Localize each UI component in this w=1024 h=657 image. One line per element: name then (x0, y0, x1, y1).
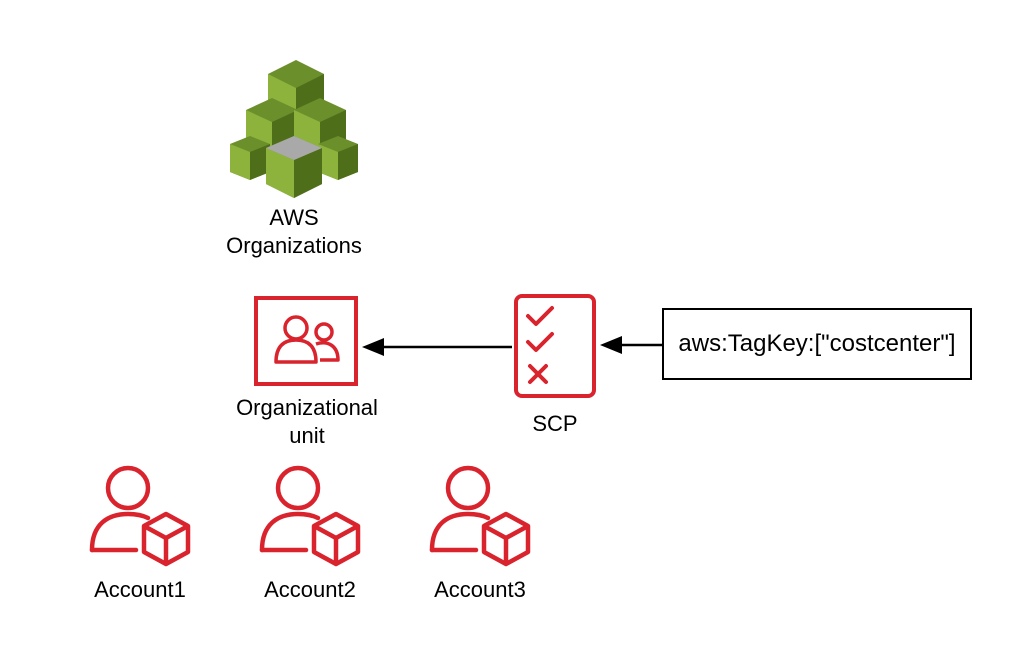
ou-label: Organizational unit (212, 394, 402, 450)
tag-condition-box: aws:TagKey:["costcenter"] (662, 308, 972, 380)
ou-label-line2: unit (289, 423, 325, 448)
organizations-label-line2: Organizations (226, 233, 362, 258)
arrow-scp-to-ou (362, 338, 512, 356)
tag-condition-text: aws:TagKey:["costcenter"] (678, 330, 956, 357)
organizations-label: AWS Organizations (214, 204, 374, 260)
ou-label-line1: Organizational (236, 395, 378, 420)
organizational-unit-icon (254, 296, 358, 386)
checklist-icon (510, 294, 600, 400)
account3-label: Account3 (434, 577, 526, 602)
account3-icon (428, 460, 532, 570)
account1-label: Account1 (94, 577, 186, 602)
organizations-label-line1: AWS (269, 205, 319, 230)
aws-organizations-icon (228, 52, 360, 200)
scp-label: SCP (532, 411, 578, 436)
arrow-tag-to-scp (600, 336, 662, 354)
account1-icon (88, 460, 192, 570)
account2-icon (258, 460, 362, 570)
account2-label: Account2 (264, 577, 356, 602)
